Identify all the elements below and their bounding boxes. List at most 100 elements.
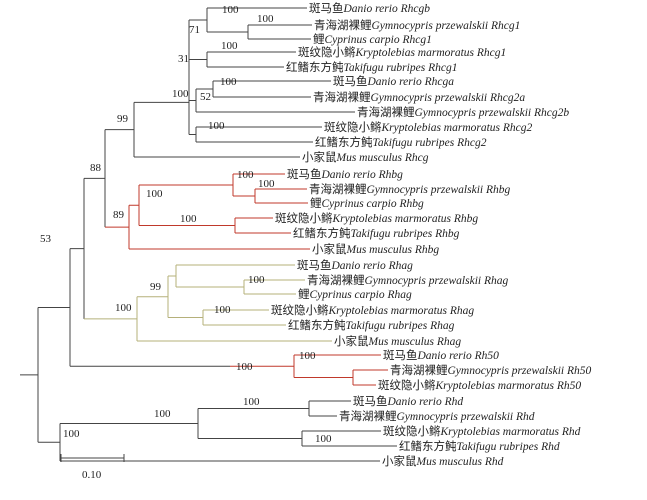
leaf-common-name: 青海湖裸鲤 (390, 363, 448, 377)
leaf-gene-name: Rhcg1 (488, 20, 520, 32)
bootstrap-n_cyp_rhbg: 100 (237, 169, 254, 181)
leaf-label-t12: 斑马鱼Danio rerio Rhbg (287, 167, 403, 181)
leaf-label-t22: 红鳍东方鲀Takifugu rubripes Rhag (288, 318, 455, 332)
leaf-scientific-name: Gymnocypris przewalskii (448, 365, 565, 377)
leaf-label-t17: 小家鼠Mus musculus Rhbg (312, 242, 439, 256)
leaf-scientific-name: Gymnocypris przewalskii (415, 107, 532, 119)
bootstrap-n_rhcg_rhbg: 88 (90, 162, 102, 174)
leaf-gene-name: Rh50 (564, 365, 591, 377)
leaf-label-t15: 斑纹隐小鳉Kryptolebias marmoratus Rhbg (275, 211, 478, 225)
leaf-label-t31: 小家鼠Mus musculus Rhd (382, 454, 504, 468)
leaf-gene-name: Rhd (538, 441, 560, 453)
leaf-gene-name: Rhbg (376, 169, 403, 181)
bootstrap-n_kt_rhcg2: 100 (208, 120, 225, 132)
bootstrap-n_g_c_rhbg: 100 (258, 178, 275, 190)
bootstrap-n_cyp_rhcg: 100 (222, 4, 239, 16)
leaf-scientific-name: Cyprinus carpio (322, 198, 397, 210)
bootstrap-n_kt_rhcg1: 100 (221, 40, 238, 52)
leaf-scientific-name: Kryptolebias marmoratus (332, 213, 452, 225)
bootstrap-n_gk_rh50: 100 (299, 350, 316, 362)
leaf-common-name: 斑马鱼 (309, 1, 344, 15)
leaf-gene-name: Rhcg2 (500, 122, 533, 134)
leaf-common-name: 红鳍东方鲀 (293, 226, 351, 240)
leaf-common-name: 鲤 (313, 32, 325, 46)
bootstrap-n_rhd_fish2: 100 (154, 408, 171, 420)
bootstrap-n_rhbg: 89 (113, 209, 125, 221)
leaf-label-t28: 青海湖裸鲤Gymnocypris przewalskii Rhd (339, 409, 535, 423)
leaf-scientific-name: Gymnocypris przewalskii (367, 184, 484, 196)
leaf-gene-name: Rhd (513, 411, 535, 423)
leaf-scientific-name: Cyprinus carpio (325, 34, 400, 46)
leaf-label-t09: 斑纹隐小鳉Kryptolebias marmoratus Rhcg2 (324, 120, 533, 134)
leaf-gene-name: Rh50 (554, 380, 581, 392)
bootstrap-n_rhcg_fish: 31 (178, 53, 189, 65)
leaf-gene-name: Rhag (447, 305, 474, 317)
leaf-common-name: 斑马鱼 (353, 394, 388, 408)
leaf-gene-name: Rhbg (397, 198, 424, 210)
leaf-gene-name: Rhag (434, 336, 461, 348)
scale-bar-label: 0.10 (82, 469, 102, 481)
leaf-label-t27: 斑马鱼Danio rerio Rhd (353, 394, 463, 408)
leaf-common-name: 斑纹隐小鳉 (271, 303, 329, 317)
leaf-scientific-name: Danio rerio (387, 396, 442, 408)
leaf-common-name: 斑纹隐小鳉 (324, 120, 382, 134)
bootstrap-n_rh50_root: 100 (236, 361, 253, 373)
leaf-common-name: 斑马鱼 (287, 167, 322, 181)
bootstrap-n_kt_rhd: 100 (315, 433, 332, 445)
leaf-gene-name: Rhcg1 (400, 34, 432, 46)
leaf-gene-name: Rhcg2b (531, 107, 569, 119)
leaf-label-t24: 斑马鱼Danio rerio Rh50 (383, 348, 499, 362)
leaf-gene-name: Rhcg2 (454, 137, 487, 149)
leaf-label-t04: 斑纹隐小鳉Kryptolebias marmoratus Rhcg1 (298, 45, 506, 59)
leaf-gene-name: Rhcg (402, 152, 429, 164)
leaf-scientific-name: Danio rerio (417, 350, 472, 362)
leaf-scientific-name: Gymnocypris przewalskii (397, 411, 514, 423)
leaf-label-t20: 鲤Cyprinus carpio Rhag (298, 287, 412, 301)
leaf-scientific-name: Gymnocypris przewalskii (365, 275, 482, 287)
leaf-label-t26: 斑纹隐小鳉Kryptolebias marmoratus Rh50 (378, 378, 581, 392)
leaf-common-name: 鲤 (310, 196, 322, 210)
leaf-gene-name: Rhcg1 (474, 47, 506, 59)
leaf-gene-name: Rhag (481, 275, 508, 287)
bootstrap-n_dg_rhcga: 100 (220, 76, 237, 88)
leaf-common-name: 青海湖裸鲤 (307, 273, 365, 287)
leaf-label-t13: 青海湖裸鲤Gymnocypris przewalskii Rhbg (309, 182, 510, 196)
leaf-scientific-name: Danio rerio (343, 3, 398, 15)
leaf-common-name: 青海湖裸鲤 (309, 182, 367, 196)
bootstrap-n_g_c_rhcg1: 100 (257, 13, 274, 25)
leaf-label-t01: 斑马鱼Danio rerio Rhcgb (309, 1, 430, 15)
leaf-gene-name: Rhag (427, 320, 454, 332)
leaf-scientific-name: Mus musculus (368, 336, 435, 348)
bootstrap-n_kt_rhbg: 100 (180, 213, 197, 225)
leaf-label-t08: 青海湖裸鲤Gymnocypris przewalskii Rhcg2b (357, 105, 569, 119)
leaf-gene-name: Rhcg1 (425, 62, 457, 74)
tree-branches (20, 7, 397, 462)
leaf-label-t10: 红鳍东方鲀Takifugu rubripes Rhcg2 (315, 135, 487, 149)
leaf-common-name: 小家鼠 (334, 334, 369, 348)
leaf-common-name: 红鳍东方鲀 (286, 60, 344, 74)
leaf-common-name: 斑马鱼 (383, 348, 418, 362)
bootstrap-n_g_c_rhag: 100 (248, 274, 265, 286)
leaf-scientific-name: Kryptolebias marmoratus (435, 380, 555, 392)
leaf-scientific-name: Takifugu rubripes (457, 441, 539, 453)
bootstrap-n_rhag_fish: 100 (115, 302, 132, 314)
leaf-scientific-name: Takifugu rubripes (346, 320, 428, 332)
bootstrap-n_mid: 53 (40, 233, 52, 245)
leaf-scientific-name: Mus musculus (336, 152, 403, 164)
leaf-label-t07: 青海湖裸鲤Gymnocypris przewalskii Rhcg2a (313, 90, 525, 104)
leaf-label-t05: 红鳍东方鲀Takifugu rubripes Rhcg1 (286, 60, 457, 74)
leaf-scientific-name: Kryptolebias marmoratus (381, 122, 501, 134)
leaf-common-name: 鲤 (298, 287, 310, 301)
leaf-label-t25: 青海湖裸鲤Gymnocypris przewalskii Rh50 (390, 363, 591, 377)
leaf-label-t19: 青海湖裸鲤Gymnocypris przewalskii Rhag (307, 273, 508, 287)
leaf-common-name: 红鳍东方鲀 (315, 135, 373, 149)
leaf-label-t18: 斑马鱼Danio rerio Rhag (297, 258, 413, 272)
leaf-common-name: 斑马鱼 (333, 74, 368, 88)
leaf-scientific-name: Kryptolebias marmoratus (328, 305, 448, 317)
leaf-label-t06: 斑马鱼Danio rerio Rhcga (333, 74, 454, 88)
leaf-scientific-name: Kryptolebias marmoratus (440, 426, 560, 438)
leaf-gene-name: Rhbg (451, 213, 478, 225)
leaf-gene-name: Rhbg (432, 228, 459, 240)
leaf-scientific-name: Cyprinus carpio (310, 289, 385, 301)
leaf-common-name: 斑纹隐小鳉 (298, 45, 356, 59)
